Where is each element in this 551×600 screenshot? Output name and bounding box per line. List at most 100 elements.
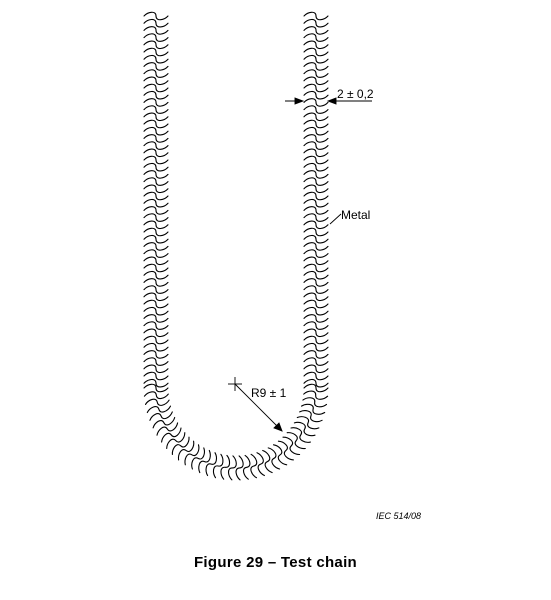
chain-link (143, 54, 169, 64)
chain-link (303, 119, 329, 129)
chain-link (143, 76, 169, 86)
chain-link (143, 328, 169, 338)
chain-link (303, 350, 329, 359)
chain-link (143, 26, 169, 35)
chain (143, 11, 329, 481)
chain-link (143, 119, 169, 129)
chain-link (303, 134, 329, 143)
chain-link (143, 383, 169, 393)
chain-link (303, 191, 329, 201)
chain-link (143, 11, 169, 21)
chain-link (303, 234, 329, 244)
chain-link (143, 299, 169, 309)
chain-link (143, 206, 169, 215)
chain-link (143, 112, 169, 122)
chain-link (143, 335, 169, 345)
chain-link (143, 69, 169, 78)
chain-link (303, 141, 329, 150)
chain-link (143, 242, 169, 251)
chain-link (303, 227, 329, 237)
chain-link (296, 416, 320, 430)
chain-link (303, 263, 329, 273)
chain-link (143, 234, 169, 244)
chain-link (267, 447, 281, 470)
chain-link (303, 256, 329, 266)
chain-link (303, 278, 329, 287)
chain-link (303, 371, 329, 381)
chain-link (143, 162, 169, 172)
chain-link (303, 220, 329, 230)
chain-link (144, 398, 170, 406)
chain-link (303, 306, 329, 316)
chain-link (303, 314, 329, 323)
chain-link (290, 427, 311, 443)
chain-link (143, 321, 169, 330)
chain-link (303, 40, 329, 50)
chain-link (303, 47, 329, 57)
chain-link (303, 364, 329, 374)
chain-link (256, 452, 265, 477)
chain-link (293, 421, 316, 437)
chain-link (143, 227, 169, 237)
chain-link (143, 155, 169, 165)
chain-link (277, 440, 294, 461)
metal-leader-line (329, 213, 342, 225)
chain-link (143, 126, 169, 136)
chain-link (303, 54, 329, 64)
chain-link (227, 455, 237, 481)
chain-link (143, 141, 169, 150)
chain-link (303, 90, 329, 100)
chain-link (143, 18, 169, 28)
chain-link (161, 427, 182, 443)
chain-link (303, 62, 329, 71)
chain-link (166, 432, 186, 450)
chain-link (303, 33, 329, 42)
chain-link (143, 62, 169, 71)
chain-link (143, 170, 169, 179)
chain-link (303, 321, 329, 330)
chain-link (303, 328, 329, 338)
chain-link (198, 449, 211, 474)
chain-link (303, 155, 329, 165)
chain-link (303, 390, 329, 400)
chain-link (303, 335, 329, 345)
chain-link (143, 249, 169, 258)
chain-link (303, 177, 329, 186)
chain-link (143, 342, 169, 352)
chain-link (143, 285, 169, 294)
chain-link (143, 350, 169, 359)
chain-link (303, 213, 329, 222)
chain-link (303, 83, 329, 93)
chain-link (143, 40, 169, 50)
chain-link (143, 33, 169, 42)
dimension-arrows (285, 97, 372, 105)
chain-link (303, 378, 329, 388)
chain-link (303, 98, 329, 107)
chain-link (143, 83, 169, 93)
chain-link (303, 26, 329, 35)
figure-caption: Figure 29 – Test chain (193, 554, 358, 571)
chain-link (143, 391, 169, 400)
chain-link (143, 256, 169, 266)
radius-label: R9 ± 1 (251, 386, 287, 400)
chain-link (143, 364, 169, 374)
chain-link (303, 285, 329, 294)
chain-link (272, 444, 288, 466)
chain-link (303, 198, 329, 208)
chain-link (303, 69, 329, 78)
chain-link (303, 292, 329, 302)
chain-link (235, 455, 244, 481)
chain-link (143, 177, 169, 186)
chain-link (303, 342, 329, 352)
chain-link (242, 454, 251, 480)
chain-link (303, 18, 329, 28)
chain-link (143, 278, 169, 287)
chain-link (143, 191, 169, 201)
chain-link (149, 411, 173, 421)
chain-link (143, 357, 169, 366)
chain-link (303, 184, 329, 194)
chain-link (303, 162, 329, 172)
chain-link (184, 444, 200, 466)
chain-link (262, 449, 273, 474)
chain-link (303, 357, 329, 366)
